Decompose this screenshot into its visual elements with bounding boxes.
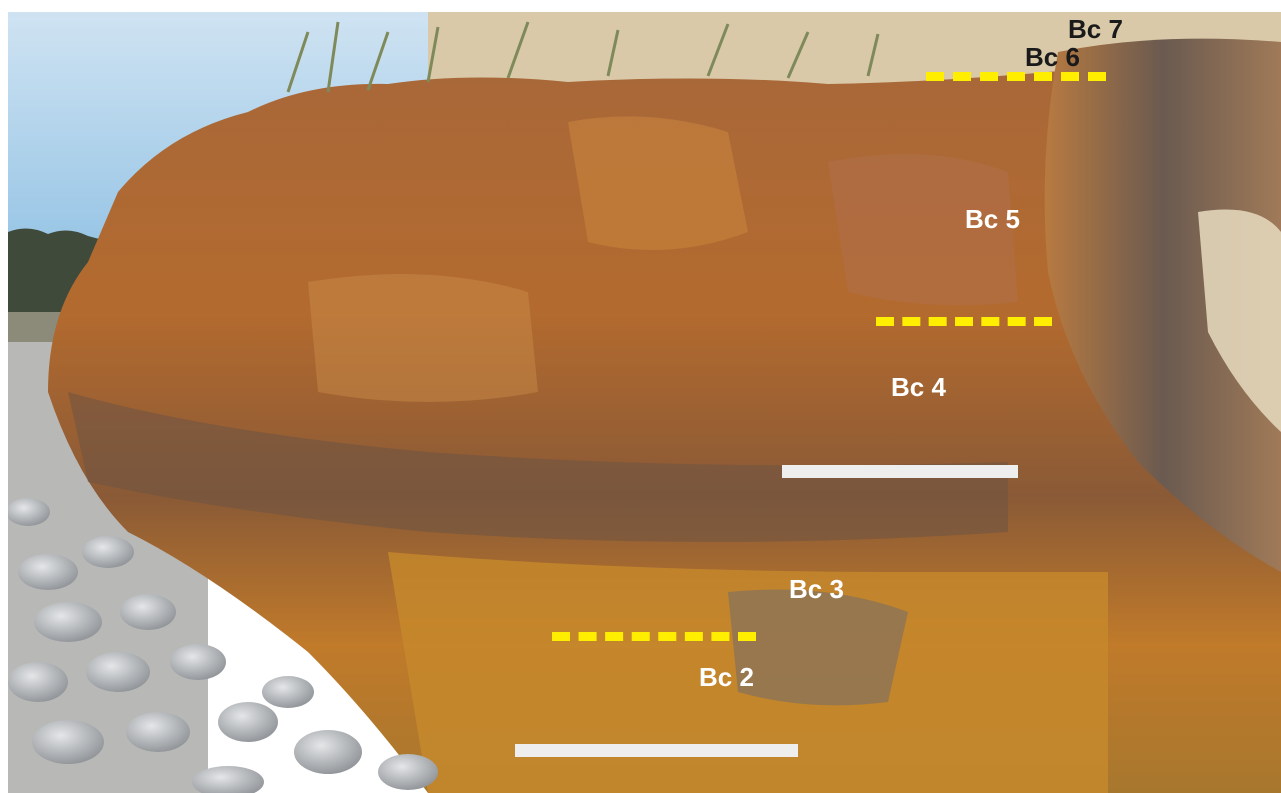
boundary-bc4-bc5 xyxy=(876,317,1052,326)
outcrop-photo: Bc 7 Bc 6 Bc 5 Bc 4 Bc 3 Bc 2 xyxy=(8,12,1281,793)
layer-label-bc7: Bc 7 xyxy=(1068,14,1123,44)
rock-block xyxy=(828,154,1018,306)
layer-label-bc2: Bc 2 xyxy=(699,662,754,692)
boundary-bc2-bc3 xyxy=(552,632,756,641)
right-boulder-pale xyxy=(1198,209,1281,432)
grass-tufts xyxy=(286,21,880,93)
scale-bar-lower xyxy=(515,744,798,757)
scale-bar-upper xyxy=(782,465,1018,478)
layer-label-bc4: Bc 4 xyxy=(891,372,946,402)
pebble-field xyxy=(8,498,438,793)
layer-label-bc6: Bc 6 xyxy=(1025,42,1080,72)
rock-block xyxy=(308,274,538,402)
rock-block xyxy=(568,116,748,250)
layer-label-bc3: Bc 3 xyxy=(789,574,844,604)
dark-band xyxy=(68,392,1008,542)
boundary-bc5-bc6 xyxy=(926,72,1106,81)
rock-block xyxy=(728,589,908,706)
outcrop-scene xyxy=(8,12,1281,793)
right-boulder xyxy=(1044,38,1281,572)
layer-label-bc5: Bc 5 xyxy=(965,204,1020,234)
